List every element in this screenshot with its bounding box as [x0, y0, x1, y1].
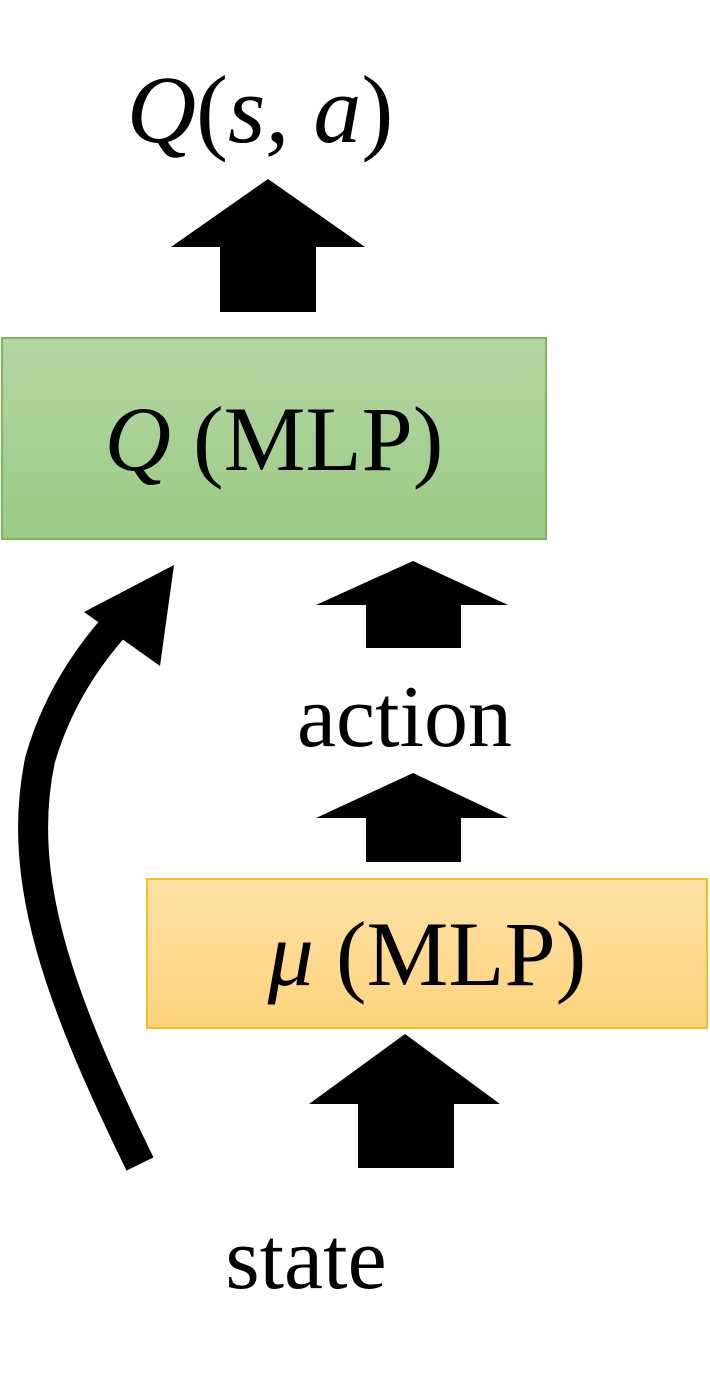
- q-network-label: (MLP): [193, 387, 444, 490]
- q-output-close-paren: ): [361, 56, 394, 163]
- arrow-state-to-mu: [309, 1034, 500, 1168]
- arrow-mu-to-action: [316, 773, 508, 862]
- mu-network-symbol: μ: [267, 902, 314, 1005]
- mu-network-label: (MLP): [335, 902, 587, 1005]
- q-value-output-label: Q(s, a): [100, 62, 420, 158]
- arrow-state-to-q-skip-head: [84, 565, 174, 666]
- arrow-action-to-q: [316, 561, 508, 648]
- q-output-open-paren: (: [196, 56, 228, 163]
- q-network-box: Q (MLP): [1, 337, 547, 540]
- q-output-symbol: Q: [126, 56, 197, 163]
- mu-network-box: μ (MLP): [146, 878, 708, 1029]
- q-network-symbol: Q: [104, 387, 171, 490]
- arrow-state-to-q-skip: [18, 599, 154, 1171]
- state-label: state: [225, 1211, 387, 1308]
- arrow-q-to-output: [171, 179, 365, 312]
- q-output-args: s, a: [227, 56, 362, 163]
- action-label: action: [296, 669, 512, 766]
